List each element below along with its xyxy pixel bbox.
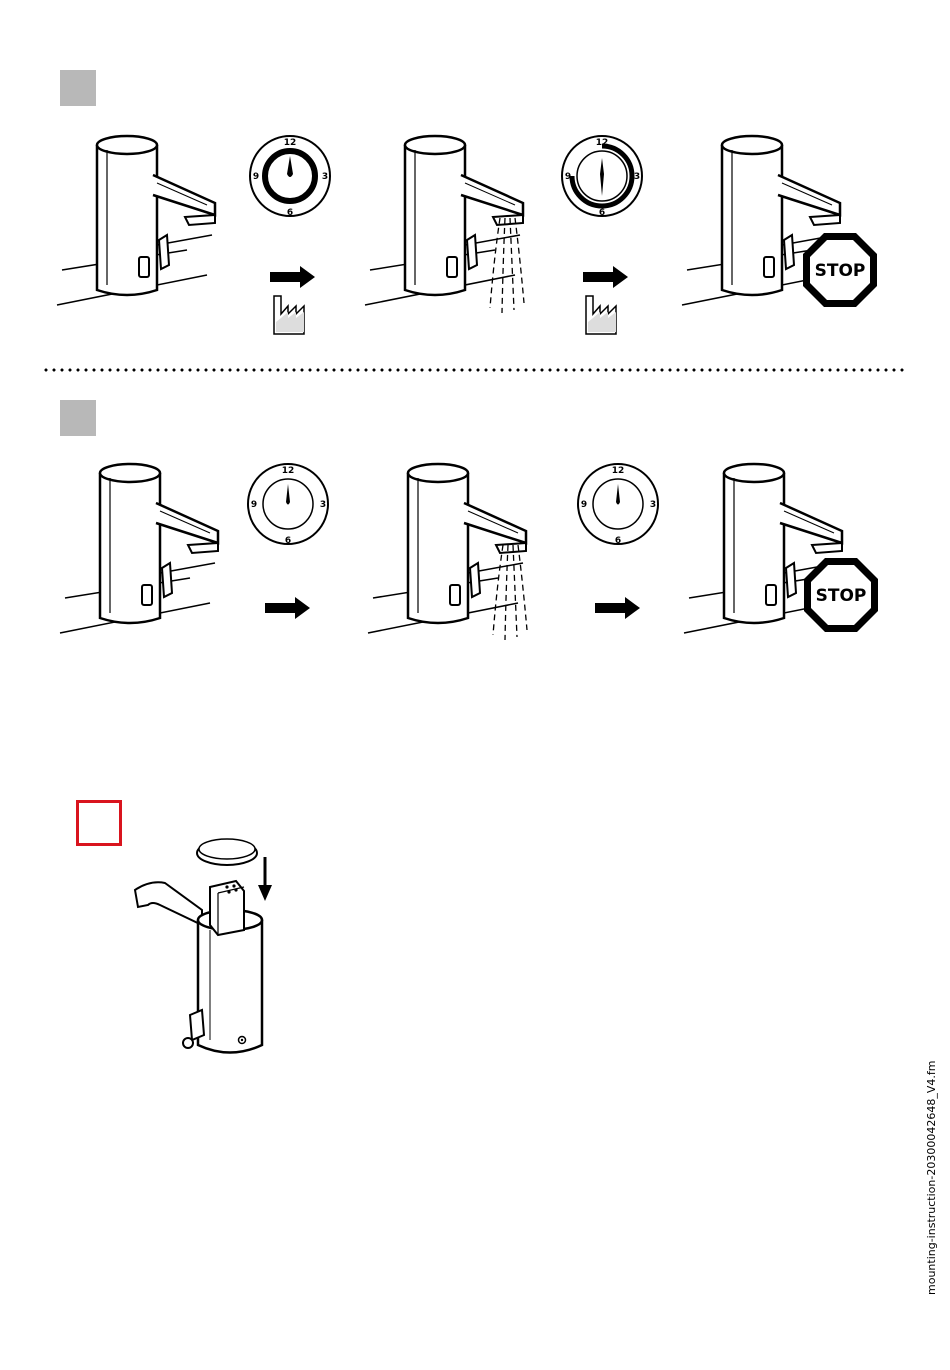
clock-number-3: 3 — [650, 500, 656, 510]
factory-icon — [274, 296, 314, 336]
arrow-down-icon — [258, 857, 272, 901]
clock-number-6: 6 — [615, 536, 621, 546]
clock-number-6: 6 — [599, 208, 605, 218]
step-marker-2 — [60, 400, 96, 436]
clock-number-12: 12 — [282, 466, 295, 476]
clock-number-6: 6 — [287, 208, 293, 218]
clock-icon: 12 3 6 9 — [560, 134, 644, 218]
clock-number-3: 3 — [634, 172, 640, 182]
stop-sign-icon: STOP — [802, 232, 878, 308]
stop-sign-icon: STOP — [803, 557, 879, 633]
footer-filename: mounting-instruction-20300042648_V4.fm — [925, 1055, 943, 1295]
clock-number-9: 9 — [251, 500, 257, 510]
clock-icon: 12 3 6 9 — [246, 462, 330, 546]
clock-number-9: 9 — [581, 500, 587, 510]
stop-label: STOP — [816, 586, 867, 606]
faucet-icon — [97, 135, 227, 305]
clock-number-12: 12 — [284, 138, 297, 148]
faucet-icon — [100, 463, 230, 633]
step-marker-1 — [60, 70, 96, 106]
clock-icon: 12 3 6 9 — [576, 462, 660, 546]
clock-number-12: 12 — [612, 466, 625, 476]
clock-number-9: 9 — [565, 172, 571, 182]
warning-marker — [76, 800, 122, 846]
water-spray-icon — [500, 218, 540, 318]
clock-number-3: 3 — [322, 172, 328, 182]
water-spray-icon — [503, 545, 543, 645]
clock-icon: 12 3 6 9 — [248, 134, 332, 218]
clock-number-9: 9 — [253, 172, 259, 182]
faucet-assembly-illustration — [130, 835, 280, 1065]
clock-number-3: 3 — [320, 500, 326, 510]
arrow-right-icon — [595, 608, 645, 632]
clock-number-12: 12 — [596, 138, 609, 148]
dotted-divider — [42, 368, 908, 372]
arrow-right-icon — [265, 608, 315, 632]
clock-number-6: 6 — [285, 536, 291, 546]
cap-icon — [197, 839, 257, 865]
factory-icon — [586, 296, 626, 336]
stop-label: STOP — [815, 261, 866, 281]
